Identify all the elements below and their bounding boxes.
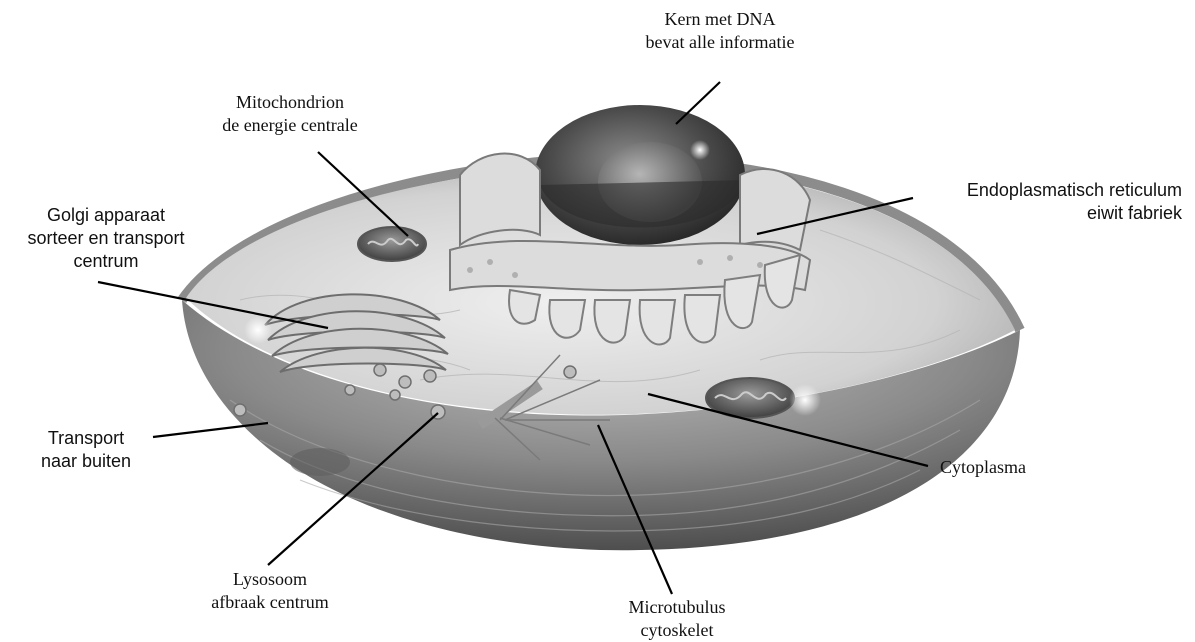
mitochondrion-top xyxy=(358,227,426,261)
label-er-line1: Endoplasmatisch reticulum xyxy=(900,179,1182,202)
label-lysosoom-line2: afbraak centrum xyxy=(180,591,360,614)
label-kern-line2: bevat alle informatie xyxy=(600,31,840,54)
label-transport-line2: naar buiten xyxy=(18,450,154,473)
label-golgi-line2: sorteer en transport xyxy=(0,227,212,250)
label-golgi: Golgi apparaat sorteer en transport cent… xyxy=(0,204,212,273)
label-transport-line1: Transport xyxy=(18,427,154,450)
label-mitochondrion-line1: Mitochondrion xyxy=(190,91,390,114)
label-kern: Kern met DNA bevat alle informatie xyxy=(600,8,840,54)
label-golgi-line3: centrum xyxy=(0,250,212,273)
label-mitochondrion: Mitochondrion de energie centrale xyxy=(190,91,390,137)
label-er: Endoplasmatisch reticulum eiwit fabriek xyxy=(900,179,1182,225)
label-cytoplasma-line1: Cytoplasma xyxy=(940,456,1090,479)
label-er-line2: eiwit fabriek xyxy=(900,202,1182,225)
label-microtubulus: Microtubulus cytoskelet xyxy=(602,596,752,642)
label-kern-line1: Kern met DNA xyxy=(600,8,840,31)
label-mitochondrion-line2: de energie centrale xyxy=(190,114,390,137)
label-microtubulus-line1: Microtubulus xyxy=(602,596,752,619)
label-transport: Transport naar buiten xyxy=(18,427,154,473)
label-microtubulus-line2: cytoskelet xyxy=(602,619,752,642)
label-lysosoom: Lysosoom afbraak centrum xyxy=(180,568,360,614)
label-golgi-line1: Golgi apparaat xyxy=(0,204,212,227)
label-cytoplasma: Cytoplasma xyxy=(940,456,1090,479)
mitochondrion-lower xyxy=(290,448,350,476)
label-lysosoom-line1: Lysosoom xyxy=(180,568,360,591)
